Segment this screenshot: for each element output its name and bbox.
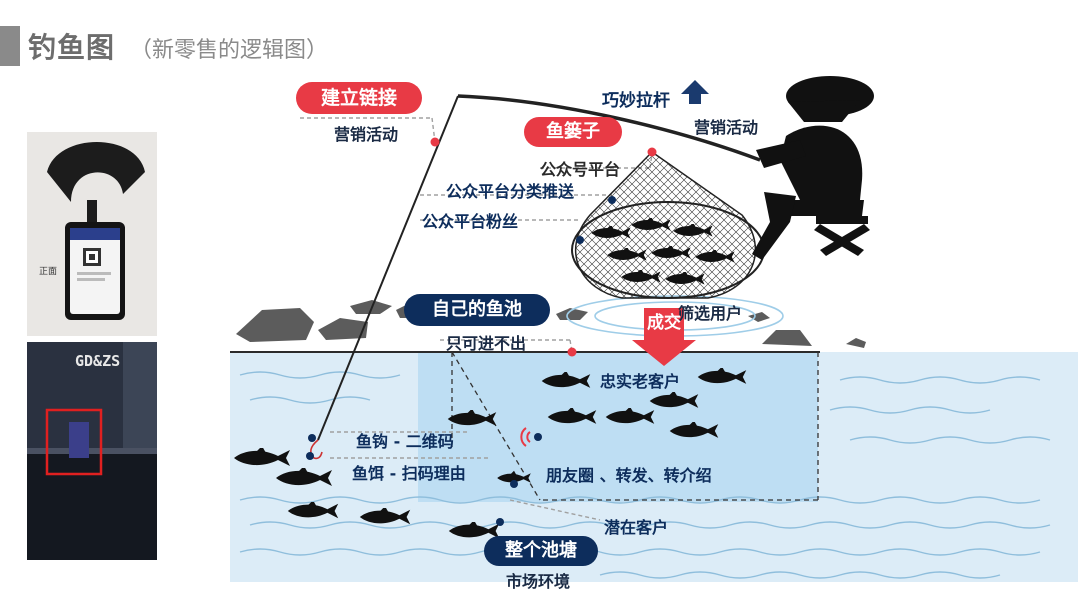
- whole-pond-label: 整个池塘: [484, 536, 598, 566]
- public-account-platform-label: 公众号平台: [540, 156, 620, 180]
- deal-stamp-text: 成交: [644, 313, 684, 333]
- potential-customers-label: 潜在客户: [604, 514, 668, 538]
- build-link-label: 建立链接: [296, 82, 422, 114]
- marketing-activity-right-label: 营销活动: [694, 114, 758, 138]
- screen-users-label: 筛选用户: [678, 300, 742, 324]
- signal-icon: [521, 428, 542, 446]
- public-platform-push-label: 公众平台分类推送: [446, 178, 574, 202]
- fisherman: [752, 76, 874, 260]
- loyal-customers-label: 忠实老客户: [600, 368, 680, 392]
- arrow-up-icon: [681, 80, 709, 104]
- enter-only-label: 只可进不出: [446, 330, 526, 354]
- public-platform-fans-label: 公众平台粉丝: [422, 208, 518, 232]
- marketing-activity-left-label: 营销活动: [334, 121, 398, 145]
- moments-label: 朋友圈 、转发、转介绍: [546, 462, 712, 486]
- fish-basket-label: 鱼篓子: [524, 117, 622, 147]
- market-environment-label: 市场环境: [506, 568, 570, 592]
- bait-reason-label: 鱼饵 - 扫码理由: [352, 460, 466, 484]
- smart-pull-label: 巧妙拉杆: [602, 86, 670, 111]
- own-pond-label: 自己的鱼池: [404, 294, 550, 326]
- hook-qr-label: 鱼钩 - 二维码: [356, 428, 454, 452]
